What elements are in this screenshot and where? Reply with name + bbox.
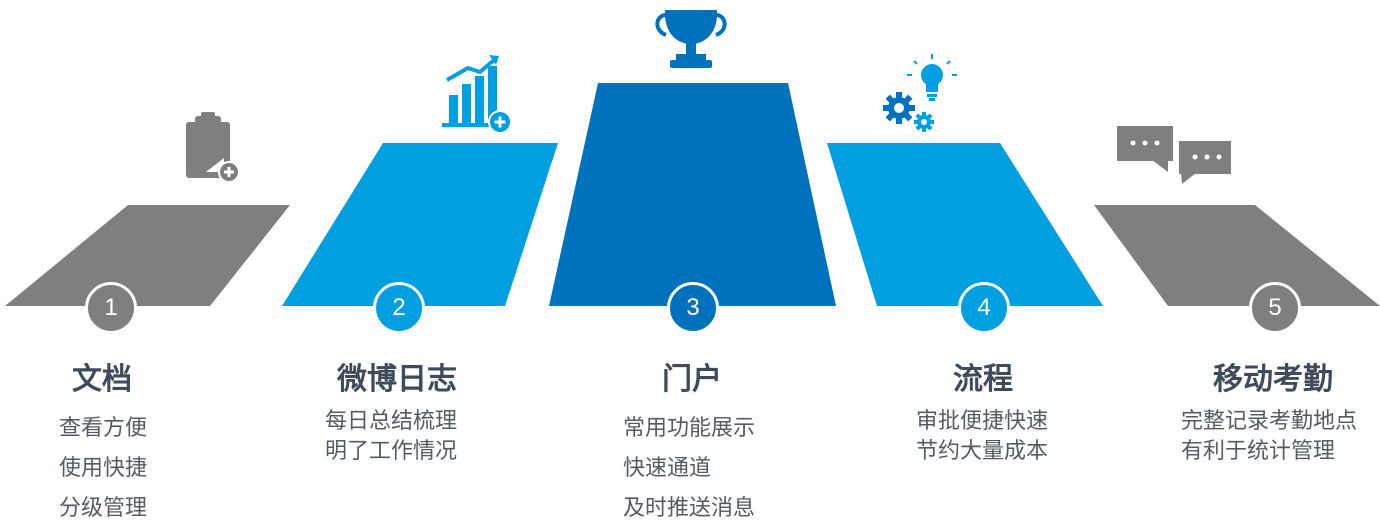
platform-5	[1094, 205, 1380, 306]
step-desc-1: 查看方便 使用快捷 分级管理	[59, 409, 299, 529]
gears-lightbulb-icon	[883, 54, 957, 132]
platform-3	[549, 83, 836, 306]
desc-line: 常用功能展示	[623, 416, 756, 441]
step-title-4: 流程	[953, 362, 1013, 397]
clipboard-add-icon	[186, 112, 240, 183]
step-number-1: 1	[85, 282, 137, 334]
step-number-2: 2	[373, 282, 425, 334]
step-desc-4: 审批便捷快速 节约大量成本	[916, 407, 1156, 467]
desc-line: 审批便捷快速	[916, 409, 1049, 434]
step-desc-5: 完整记录考勤地点 有利于统计管理	[1181, 407, 1380, 467]
trophy-icon	[655, 10, 727, 68]
desc-line: 及时推送消息	[623, 496, 756, 521]
step-title-2: 微博日志	[337, 362, 457, 397]
desc-line: 分级管理	[59, 496, 148, 521]
growth-chart-add-icon	[442, 55, 512, 134]
chat-bubbles-icon	[1117, 126, 1233, 184]
desc-line: 每日总结梳理	[325, 409, 458, 434]
desc-line: 快速通道	[623, 456, 712, 481]
desc-line: 节约大量成本	[916, 439, 1049, 464]
step-desc-2: 每日总结梳理 明了工作情况	[325, 407, 565, 467]
desc-line: 完整记录考勤地点	[1181, 409, 1358, 434]
step-title-5: 移动考勤	[1213, 362, 1333, 397]
desc-line: 有利于统计管理	[1181, 439, 1336, 464]
step-desc-3: 常用功能展示 快速通道 及时推送消息	[623, 409, 863, 529]
step-number-4: 4	[958, 282, 1010, 334]
platform-2	[282, 143, 558, 306]
platform-4	[827, 143, 1103, 306]
step-title-1: 文档	[72, 362, 132, 397]
desc-line: 明了工作情况	[325, 439, 458, 464]
step-number-3: 3	[667, 282, 719, 334]
desc-line: 查看方便	[59, 416, 148, 441]
step-number-5: 5	[1249, 282, 1301, 334]
platform-1	[5, 205, 290, 306]
step-title-3: 门户	[662, 362, 722, 397]
desc-line: 使用快捷	[59, 456, 148, 481]
